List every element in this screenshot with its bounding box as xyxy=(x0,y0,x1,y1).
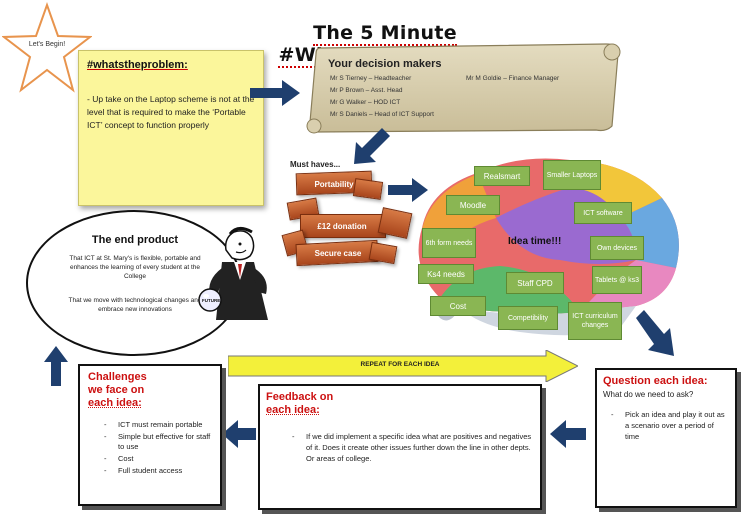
question-box: Question each idea: What do we need to a… xyxy=(595,368,737,508)
feedback-body: If we did implement a specific idea what… xyxy=(266,431,534,464)
question-subtitle: What do we need to ask? xyxy=(603,390,694,399)
question-title: Question each idea: xyxy=(603,375,708,387)
must-have-label: Portability xyxy=(314,180,354,189)
idea-box: Realsmart xyxy=(474,166,530,186)
idea-box: Staff CPD xyxy=(506,272,564,294)
challenges-list: ICT must remain portable Simple but effe… xyxy=(88,420,212,476)
arrow-right-icon xyxy=(250,80,300,106)
idea-box: Tablets @ ks3 xyxy=(592,266,642,294)
idea-box: ICT software xyxy=(574,202,632,224)
idea-box: Own devices xyxy=(590,236,644,260)
list-item: Simple but effective for staff to use xyxy=(88,432,212,452)
must-haves-title: Must haves... xyxy=(290,160,341,169)
decision-maker: Mr M Goldie – Finance Manager xyxy=(466,75,560,82)
arrow-up-icon xyxy=(44,346,68,386)
arrow-left-icon xyxy=(550,420,586,448)
list-item: Full student access xyxy=(88,466,212,476)
must-have-label: £12 donation xyxy=(317,222,367,231)
end-product-ellipse xyxy=(26,210,242,356)
question-item: Pick an idea and play it out as a scenar… xyxy=(603,409,729,442)
scroll-icon xyxy=(306,43,621,134)
decision-maker: Mr S Tierney – Headteacher xyxy=(330,75,412,82)
arrow-down-left-icon xyxy=(354,128,390,164)
idea-box: Cost xyxy=(430,296,486,316)
end-product-text: That ICT at St. Mary's is flexible, port… xyxy=(69,255,201,280)
list-item: ICT must remain portable xyxy=(88,420,212,430)
decision-maker: Mr G Walker – HOD ICT xyxy=(330,99,401,106)
problem-sticky-note: #whatstheproblem: - Up take on the Lapto… xyxy=(78,50,264,206)
arrow-down-right-icon xyxy=(636,310,674,356)
repeat-label: REPEAT FOR EACH IDEA xyxy=(360,361,440,368)
idea-time-label: Idea time!!! xyxy=(508,236,562,247)
decision-maker: Mr P Brown – Asst. Head xyxy=(330,87,403,94)
must-have-label: Secure case xyxy=(314,249,362,258)
brick xyxy=(300,214,386,238)
idea-box: Competibility xyxy=(498,306,558,330)
decision-makers-title: Your decision makers xyxy=(328,58,442,70)
idea-box: Smaller Laptops xyxy=(543,160,601,190)
arrow-right-icon xyxy=(388,178,428,202)
problem-body: - Up take on the Laptop scheme is not at… xyxy=(87,94,255,130)
idea-box: 6th form needs xyxy=(422,228,476,258)
decision-maker: Mr S Daniels – Head of ICT Support xyxy=(330,111,434,118)
idea-box: Moodle xyxy=(446,195,500,215)
repeat-arrow xyxy=(228,350,578,382)
list-item: Cost xyxy=(88,454,212,464)
star-label: Let's Begin! xyxy=(28,41,66,48)
idea-box: Ks4 needs xyxy=(418,264,474,284)
star-icon xyxy=(2,2,92,93)
end-product-title: The end product xyxy=(91,234,179,246)
end-product-text: That we move with technological changes … xyxy=(68,297,202,313)
crystal-ball-label: FUTURE xyxy=(202,298,221,303)
idea-box: ICT curriculum changes xyxy=(568,302,622,340)
problem-title: #whatstheproblem: xyxy=(87,59,188,71)
arrow-left-icon xyxy=(222,420,256,448)
fortune-teller-icon xyxy=(198,227,268,320)
